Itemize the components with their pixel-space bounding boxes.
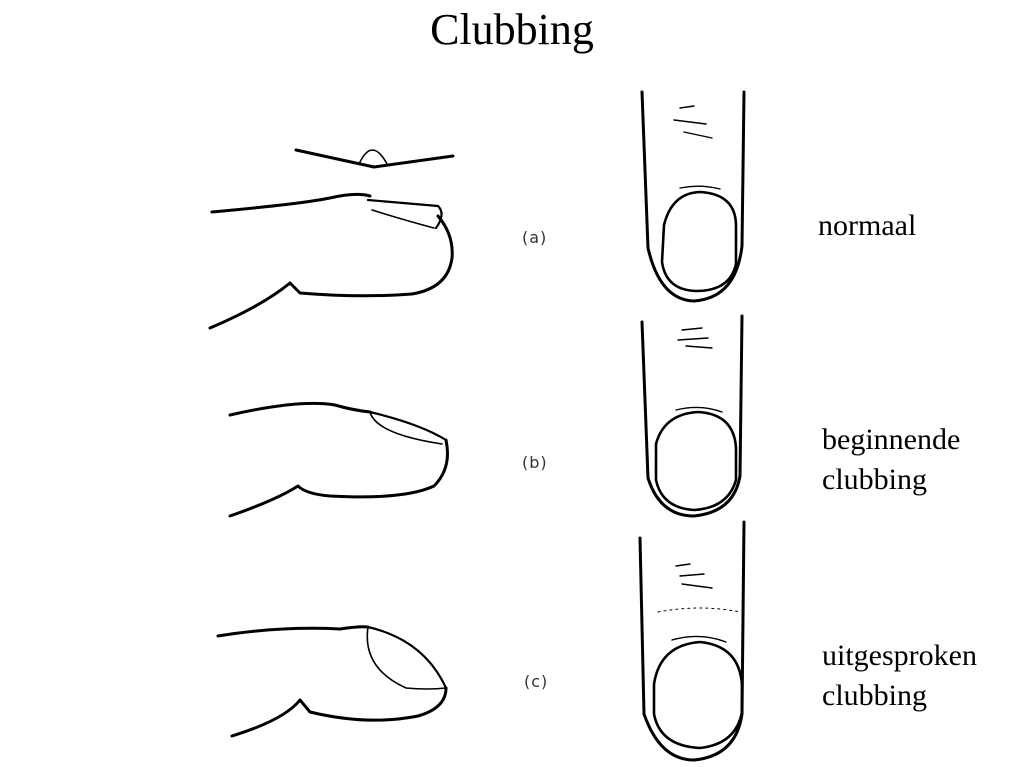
front-fingertip-b xyxy=(640,314,744,518)
panel-letter-c: (c) xyxy=(524,672,549,691)
front-fingertip-a xyxy=(640,90,746,303)
panel-letter-a: (a) xyxy=(522,228,548,247)
side-finger-c xyxy=(216,625,448,738)
side-finger-a xyxy=(208,192,454,330)
stage-label-normaal: normaal xyxy=(818,209,917,242)
side-finger-b xyxy=(228,401,449,518)
stage-label-beginnende: beginnende clubbing xyxy=(822,423,961,496)
page-title: Clubbing xyxy=(430,5,594,54)
stage-label-uitgesproken: uitgesproken clubbing xyxy=(822,639,977,712)
panel-letter-b: (b) xyxy=(522,453,548,472)
profile-angle-indicator xyxy=(294,148,455,169)
front-fingertip-c xyxy=(638,520,746,762)
